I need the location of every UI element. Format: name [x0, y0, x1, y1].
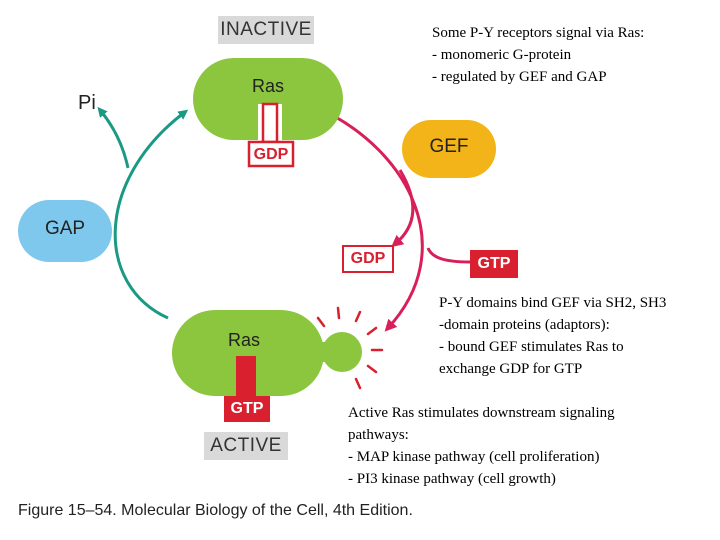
ras-inactive-label: Ras: [251, 76, 284, 96]
gdp-release-arrow: [391, 169, 415, 248]
gef-shape: [402, 120, 496, 178]
gdp-released-label: GDP: [342, 245, 394, 273]
ras-active-shape: [172, 310, 324, 396]
gap-shape: [18, 200, 112, 262]
gap-cycle-arrow: [113, 109, 189, 320]
note-line: - bound GEF stimulates Ras to: [439, 339, 624, 355]
activation-spark: [316, 306, 384, 390]
note-line: Active Ras stimulates downstream signali…: [348, 405, 615, 421]
note-line: - PI3 kinase pathway (cell growth): [348, 471, 556, 487]
note-middle-right: P-Y domains bind GEF via SH2, SH3 -domai…: [439, 292, 666, 380]
note-line: Some P-Y receptors signal via Ras:: [432, 25, 645, 41]
pi-label: Pi: [78, 92, 96, 114]
gdp-slot: [258, 104, 282, 146]
note-bottom-right: Active Ras stimulates downstream signali…: [348, 402, 615, 490]
inactive-label: INACTIVE: [218, 16, 314, 44]
gdp-bound-box: [247, 140, 295, 168]
ras-inactive-shape: [193, 58, 343, 140]
note-line: pathways:: [348, 427, 409, 443]
note-line: -domain proteins (adaptors):: [439, 317, 610, 333]
figure-caption: Figure 15–54. Molecular Biology of the C…: [18, 502, 413, 519]
note-top-right: Some P-Y receptors signal via Ras: - mon…: [432, 22, 644, 88]
gtp-uptake-arrow: [426, 247, 471, 264]
note-line: P-Y domains bind GEF via SH2, SH3: [439, 295, 667, 311]
note-line: - monomeric G-protein: [432, 47, 572, 63]
gef-label: GEF: [429, 136, 469, 157]
gdp-bound-label: GDP: [253, 146, 289, 163]
note-line: exchange GDP for GTP: [439, 361, 583, 377]
gef-cycle-arrow: [317, 106, 424, 332]
ras-active-label: Ras: [227, 330, 260, 350]
gap-label: GAP: [44, 218, 86, 239]
ras-active-switch-bulge: [322, 332, 362, 372]
gtp-bound-label: GTP: [224, 396, 270, 422]
gtp-slot: [236, 356, 256, 400]
note-line: - MAP kinase pathway (cell proliferation…: [348, 449, 600, 465]
active-label: ACTIVE: [204, 432, 288, 460]
note-line: - regulated by GEF and GAP: [432, 69, 607, 85]
gtp-free-label: GTP: [470, 250, 518, 278]
pi-release-arrow: [97, 106, 130, 169]
